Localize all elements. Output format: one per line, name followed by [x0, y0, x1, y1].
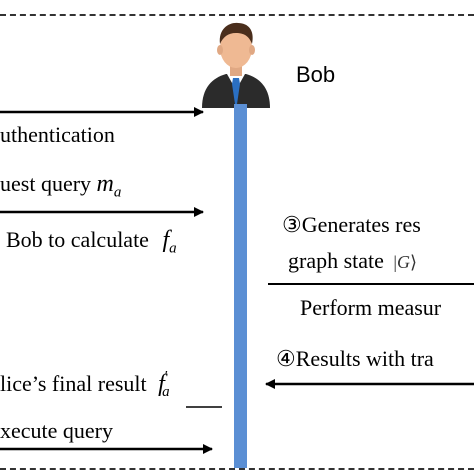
symbol-f-a: fa: [162, 227, 177, 257]
label-request-query: uest query ma: [0, 171, 122, 201]
top-dashed-border: [0, 14, 474, 16]
label-graph-state: graph state |G⟩: [288, 250, 417, 272]
label-execute-query: xecute query: [0, 418, 113, 443]
bob-avatar-icon: [202, 22, 270, 108]
label-results-with: ④Results with tra: [276, 346, 434, 371]
graph-state-text: graph state: [288, 248, 384, 273]
bottom-dashed-border: [0, 468, 474, 470]
label-perform-measure: Perform measur: [300, 295, 442, 320]
label-generates-resource: ③Generates res: [282, 212, 421, 237]
bob-label: Bob: [296, 62, 336, 87]
request-query-text: uest query: [0, 171, 92, 196]
label-bob-calculate: Bob to calculate fa: [6, 227, 177, 257]
final-result-text: lice’s final result: [0, 371, 147, 396]
label-final-result: lice’s final result f′a: [0, 368, 170, 401]
ket-g: |G⟩: [393, 252, 418, 272]
symbol-f-prime-a: f′a: [158, 368, 170, 401]
bob-lifeline: [234, 104, 247, 468]
label-authentication: uthentication: [0, 122, 115, 147]
symbol-m-a: ma: [96, 171, 122, 201]
bob-calculate-text: Bob to calculate: [6, 227, 149, 252]
